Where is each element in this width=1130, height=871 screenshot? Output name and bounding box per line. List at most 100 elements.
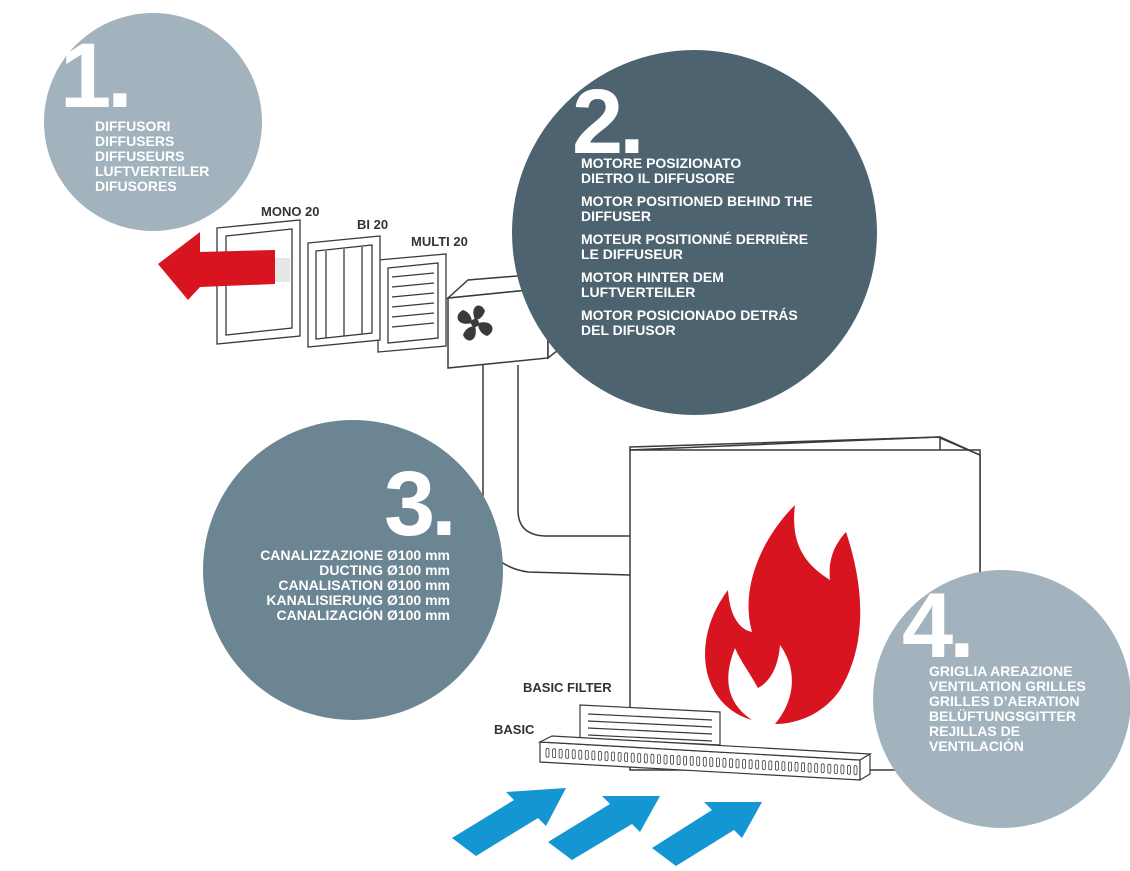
grille-slot xyxy=(683,755,687,766)
grille-slot xyxy=(637,753,642,763)
callout-number-1: 1. xyxy=(60,25,133,127)
grille-slot xyxy=(689,756,694,766)
callout-line: MOTOR POSITIONED BEHIND THE xyxy=(581,193,813,209)
multi-20-diffuser xyxy=(377,253,447,353)
label-multi-20: MULTI 20 xyxy=(411,234,468,249)
grille-slot xyxy=(716,757,720,768)
callout-line: MOTEUR POSITIONNÉ DERRIÈRE xyxy=(581,231,809,247)
callout-line: BELÜFTUNGSGITTER xyxy=(929,708,1076,724)
callout-line: GRILLES D’AERATION xyxy=(929,693,1080,709)
callout-line: GRIGLIA AREAZIONE xyxy=(929,663,1073,679)
callout-circle-2 xyxy=(512,50,877,415)
grille-slot xyxy=(657,754,661,764)
grille-slot xyxy=(820,763,825,774)
callout-line: MOTOR HINTER DEM xyxy=(581,269,724,285)
callout-line: KANALISIERUNG Ø100 mm xyxy=(266,592,450,608)
grille-slot xyxy=(558,748,563,759)
grille-slot xyxy=(578,749,583,760)
basic-filter-grille xyxy=(579,704,721,746)
grille-slot xyxy=(801,762,805,773)
bi-20-diffuser xyxy=(307,235,381,348)
arrow-up-right-icon xyxy=(548,796,660,860)
arrow-up-right-icon xyxy=(652,802,762,866)
grille-slot xyxy=(814,763,819,773)
callout-line: MOTORE POSIZIONATO xyxy=(581,155,742,171)
label-bi-20: BI 20 xyxy=(357,217,389,232)
fan-icon xyxy=(457,305,493,341)
callout-line: MOTOR POSICIONADO DETRÁS xyxy=(581,307,798,323)
grille-slot xyxy=(748,759,753,770)
callout-circle-1 xyxy=(44,13,262,231)
grille-slot xyxy=(788,761,792,772)
callout-line: DUCTING Ø100 mm xyxy=(319,562,450,578)
grille-slot xyxy=(827,763,832,774)
grille-slot xyxy=(545,747,550,758)
callout-number-3: 3. xyxy=(384,453,457,555)
callout-line: REJILLAS DE xyxy=(929,723,1021,739)
callout-text-4: GRIGLIA AREAZIONE VENTILATION GRILLES GR… xyxy=(929,664,1129,754)
grille-slot xyxy=(643,753,648,764)
callout-number-2: 2. xyxy=(572,71,645,173)
grille-slot xyxy=(781,761,786,771)
arrow-left-icon xyxy=(158,232,275,300)
grille-slot xyxy=(611,751,615,762)
grille-slot xyxy=(722,757,727,768)
grille-slot xyxy=(742,759,746,769)
grille-slot xyxy=(604,751,609,762)
grille-slot xyxy=(775,760,779,771)
grille-slot xyxy=(709,757,714,767)
callout-text-2: MOTORE POSIZIONATO DIETRO IL DIFFUSORE M… xyxy=(581,156,861,338)
callout-line: VENTILATION GRILLES xyxy=(929,678,1086,694)
callout-line: DIFUSORES xyxy=(95,178,177,194)
callout-line: CANALIZACIÓN Ø100 mm xyxy=(276,607,450,623)
grille-slot xyxy=(630,752,635,763)
grille-slot xyxy=(663,754,668,765)
callout-text-1: DIFFUSORI DIFFUSERS DIFFUSEURS LUFTVERTE… xyxy=(95,119,209,194)
flame-icon xyxy=(705,505,861,724)
grille-slot xyxy=(591,750,596,761)
grille-slot xyxy=(735,758,740,769)
grille-slot xyxy=(670,754,674,765)
grille-slot xyxy=(584,750,589,760)
grille-slot xyxy=(650,753,655,764)
callout-line: VENTILACIÓN xyxy=(929,738,1024,754)
grille-slot xyxy=(729,758,733,769)
callout-line: DIFFUSERS xyxy=(95,133,175,149)
callout-circle-4 xyxy=(873,570,1130,828)
grille-slot xyxy=(807,762,812,773)
grille-slot xyxy=(565,749,570,759)
duct xyxy=(482,365,631,576)
grille-slot xyxy=(755,759,760,770)
callout-line: DIFFUSORI xyxy=(95,118,171,134)
callout-text-3: CANALIZZAZIONE Ø100 mm DUCTING Ø100 mm C… xyxy=(215,548,450,623)
callout-line: LUFTVERTEILER xyxy=(95,163,210,179)
callout-circle-3 xyxy=(203,420,503,720)
callout-line: DEL DIFUSOR xyxy=(581,322,676,338)
callout-line: DIETRO IL DIFFUSORE xyxy=(581,170,735,186)
label-mono-20: MONO 20 xyxy=(261,204,320,219)
grille-slot xyxy=(702,756,707,767)
label-basic-filter: BASIC FILTER xyxy=(523,680,612,695)
basic-grille-slots xyxy=(545,747,858,776)
grille-slot xyxy=(624,752,628,763)
grille-slot xyxy=(617,752,622,762)
grille-slot xyxy=(768,760,773,771)
grille-slot xyxy=(696,756,701,767)
grille-slot xyxy=(761,760,766,770)
grille-slot xyxy=(571,749,576,760)
callout-line: DIFFUSEURS xyxy=(95,148,185,164)
grille-slot xyxy=(552,748,556,759)
callout-number-4: 4. xyxy=(902,575,975,677)
grille-slot xyxy=(676,755,681,766)
callout-line: LE DIFFUSEUR xyxy=(581,246,683,262)
grille-slot xyxy=(833,764,838,774)
grille-slot xyxy=(853,765,858,776)
arrow-up-right-icon xyxy=(452,788,566,856)
grille-slot xyxy=(840,764,845,775)
callout-line: CANALIZZAZIONE Ø100 mm xyxy=(260,547,450,563)
callout-line: CANALISATION Ø100 mm xyxy=(278,577,450,593)
label-basic: BASIC xyxy=(494,722,535,737)
callout-line: DIFFUSER xyxy=(581,208,651,224)
grille-slot xyxy=(598,750,602,761)
